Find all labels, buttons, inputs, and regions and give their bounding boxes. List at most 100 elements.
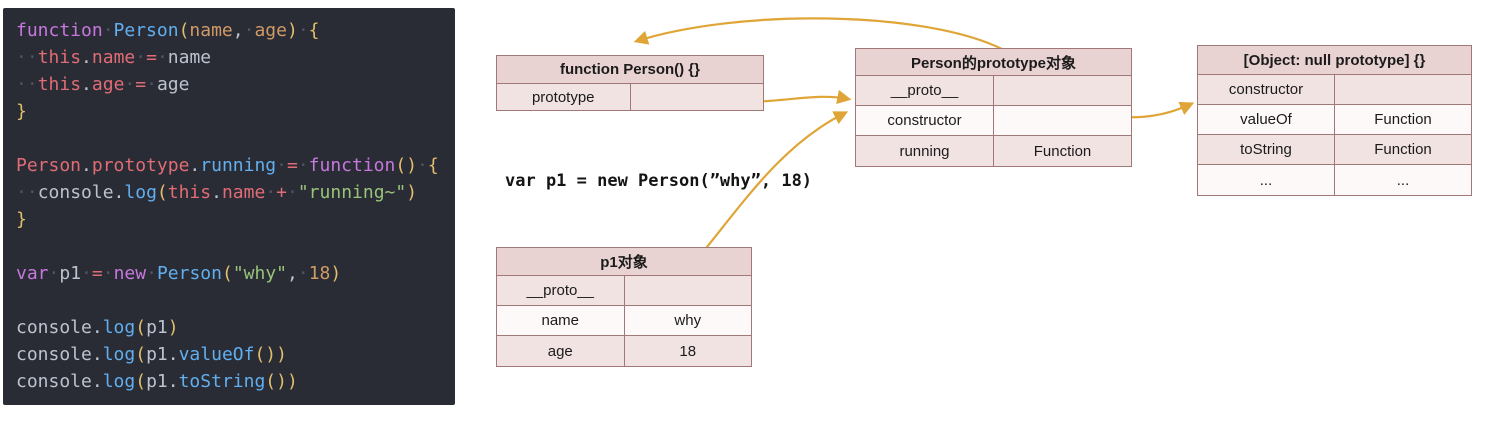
code-token: ) (286, 20, 298, 41)
code-token: log (102, 344, 136, 365)
property-name-cell: valueOf (1198, 105, 1335, 134)
code-token: name (221, 182, 266, 203)
code-token: · (417, 155, 428, 176)
property-name-cell: constructor (856, 106, 994, 135)
property-value-cell: 18 (679, 342, 697, 360)
code-token: + (276, 182, 287, 203)
code-token: . (91, 344, 103, 365)
code-token: age (254, 20, 287, 41)
code-token: toString (178, 371, 266, 392)
code-token: , (232, 20, 244, 41)
code-token: "running~" (297, 182, 407, 203)
code-token: log (102, 317, 136, 338)
arrow-constructor-to-function (633, 17, 1005, 51)
code-token: age (156, 74, 190, 95)
code-token: name (91, 47, 136, 68)
code-token: console (16, 371, 92, 392)
code-token: name (167, 47, 212, 68)
code-token: . (167, 344, 179, 365)
property-name-cell: name (497, 306, 625, 335)
code-token: new (113, 263, 147, 284)
code-token: ( (221, 263, 233, 284)
code-token: var (16, 263, 49, 284)
code-token: · (243, 20, 255, 41)
code-token: console (37, 182, 114, 203)
property-value-cell (1335, 75, 1471, 104)
code-line: console.log(p1) (16, 314, 449, 341)
code-token: ( (135, 344, 147, 365)
code-token: ) (276, 344, 287, 365)
property-name-cell: __proto__ (856, 76, 994, 105)
code-line: } (16, 98, 449, 125)
table-row: constructor (1198, 75, 1471, 105)
code-token: () (265, 371, 287, 392)
code-token: . (81, 155, 92, 176)
code-token: () (395, 155, 418, 176)
table-row: ...... (1198, 165, 1471, 195)
code-token: . (211, 182, 222, 203)
code-token: this (167, 182, 212, 203)
table-row: running Function (856, 136, 1131, 166)
property-name-cell: running (856, 136, 994, 166)
property-value-cell: Function (1374, 141, 1432, 158)
property-value-cell: Function (1033, 142, 1092, 160)
code-token: ( (156, 182, 168, 203)
code-token: } (16, 101, 27, 122)
property-value-cell: ... (1396, 171, 1410, 189)
code-token: · (102, 20, 114, 41)
code-line: ··this.name·=·name (16, 44, 449, 71)
code-token: log (124, 182, 157, 203)
code-editor-panel[interactable]: function·Person(name,·age)·{··this.name·… (3, 8, 455, 405)
code-token: ( (135, 317, 147, 338)
code-token: "why" (232, 263, 287, 284)
code-token: ·· (16, 74, 38, 95)
code-token: valueOf (178, 344, 255, 365)
code-token: () (254, 344, 277, 365)
code-token: } (16, 209, 27, 230)
code-line: } (16, 206, 449, 233)
table-function-person: function Person() {} prototype (496, 55, 764, 111)
code-line: ··this.age·=·age (16, 71, 449, 98)
code-token: = (135, 74, 147, 95)
code-token: ·· (16, 47, 38, 68)
code-token: { (427, 155, 439, 176)
code-token: console (16, 344, 92, 365)
code-line: function·Person(name,·age)·{ (16, 17, 449, 44)
code-line: var·p1·=·new·Person("why",·18) (16, 260, 449, 287)
code-token: function (16, 20, 103, 41)
table-title: p1对象 (497, 248, 751, 276)
code-token: · (276, 155, 287, 176)
code-token: ) (406, 182, 418, 203)
property-value-cell (994, 106, 1131, 135)
code-line: console.log(p1.toString()) (16, 368, 449, 395)
code-token: · (146, 263, 157, 284)
code-token: = (146, 47, 157, 68)
table-row: prototype (497, 84, 763, 110)
code-token: name (189, 20, 233, 41)
property-name-cell: ... (1198, 165, 1335, 195)
code-token: · (297, 155, 309, 176)
code-token: running (200, 155, 277, 176)
table-row: __proto__ (497, 276, 751, 306)
code-token: Person (113, 20, 179, 41)
code-annotation: var p1 = new Person(”why”, 18) (505, 171, 813, 191)
code-token: this (37, 47, 82, 68)
code-token: · (156, 47, 168, 68)
code-token: ) (330, 263, 342, 284)
property-name-cell: toString (1198, 135, 1335, 164)
code-token: . (189, 155, 201, 176)
code-token: · (135, 47, 147, 68)
code-line (16, 287, 449, 314)
code-token: function (308, 155, 396, 176)
property-name-cell: constructor (1198, 75, 1335, 104)
code-token: , (287, 263, 298, 284)
code-token: this (37, 74, 82, 95)
code-token: . (81, 47, 92, 68)
table-title: [Object: null prototype] {} (1198, 46, 1471, 75)
code-token: . (91, 371, 103, 392)
code-line (16, 125, 449, 152)
